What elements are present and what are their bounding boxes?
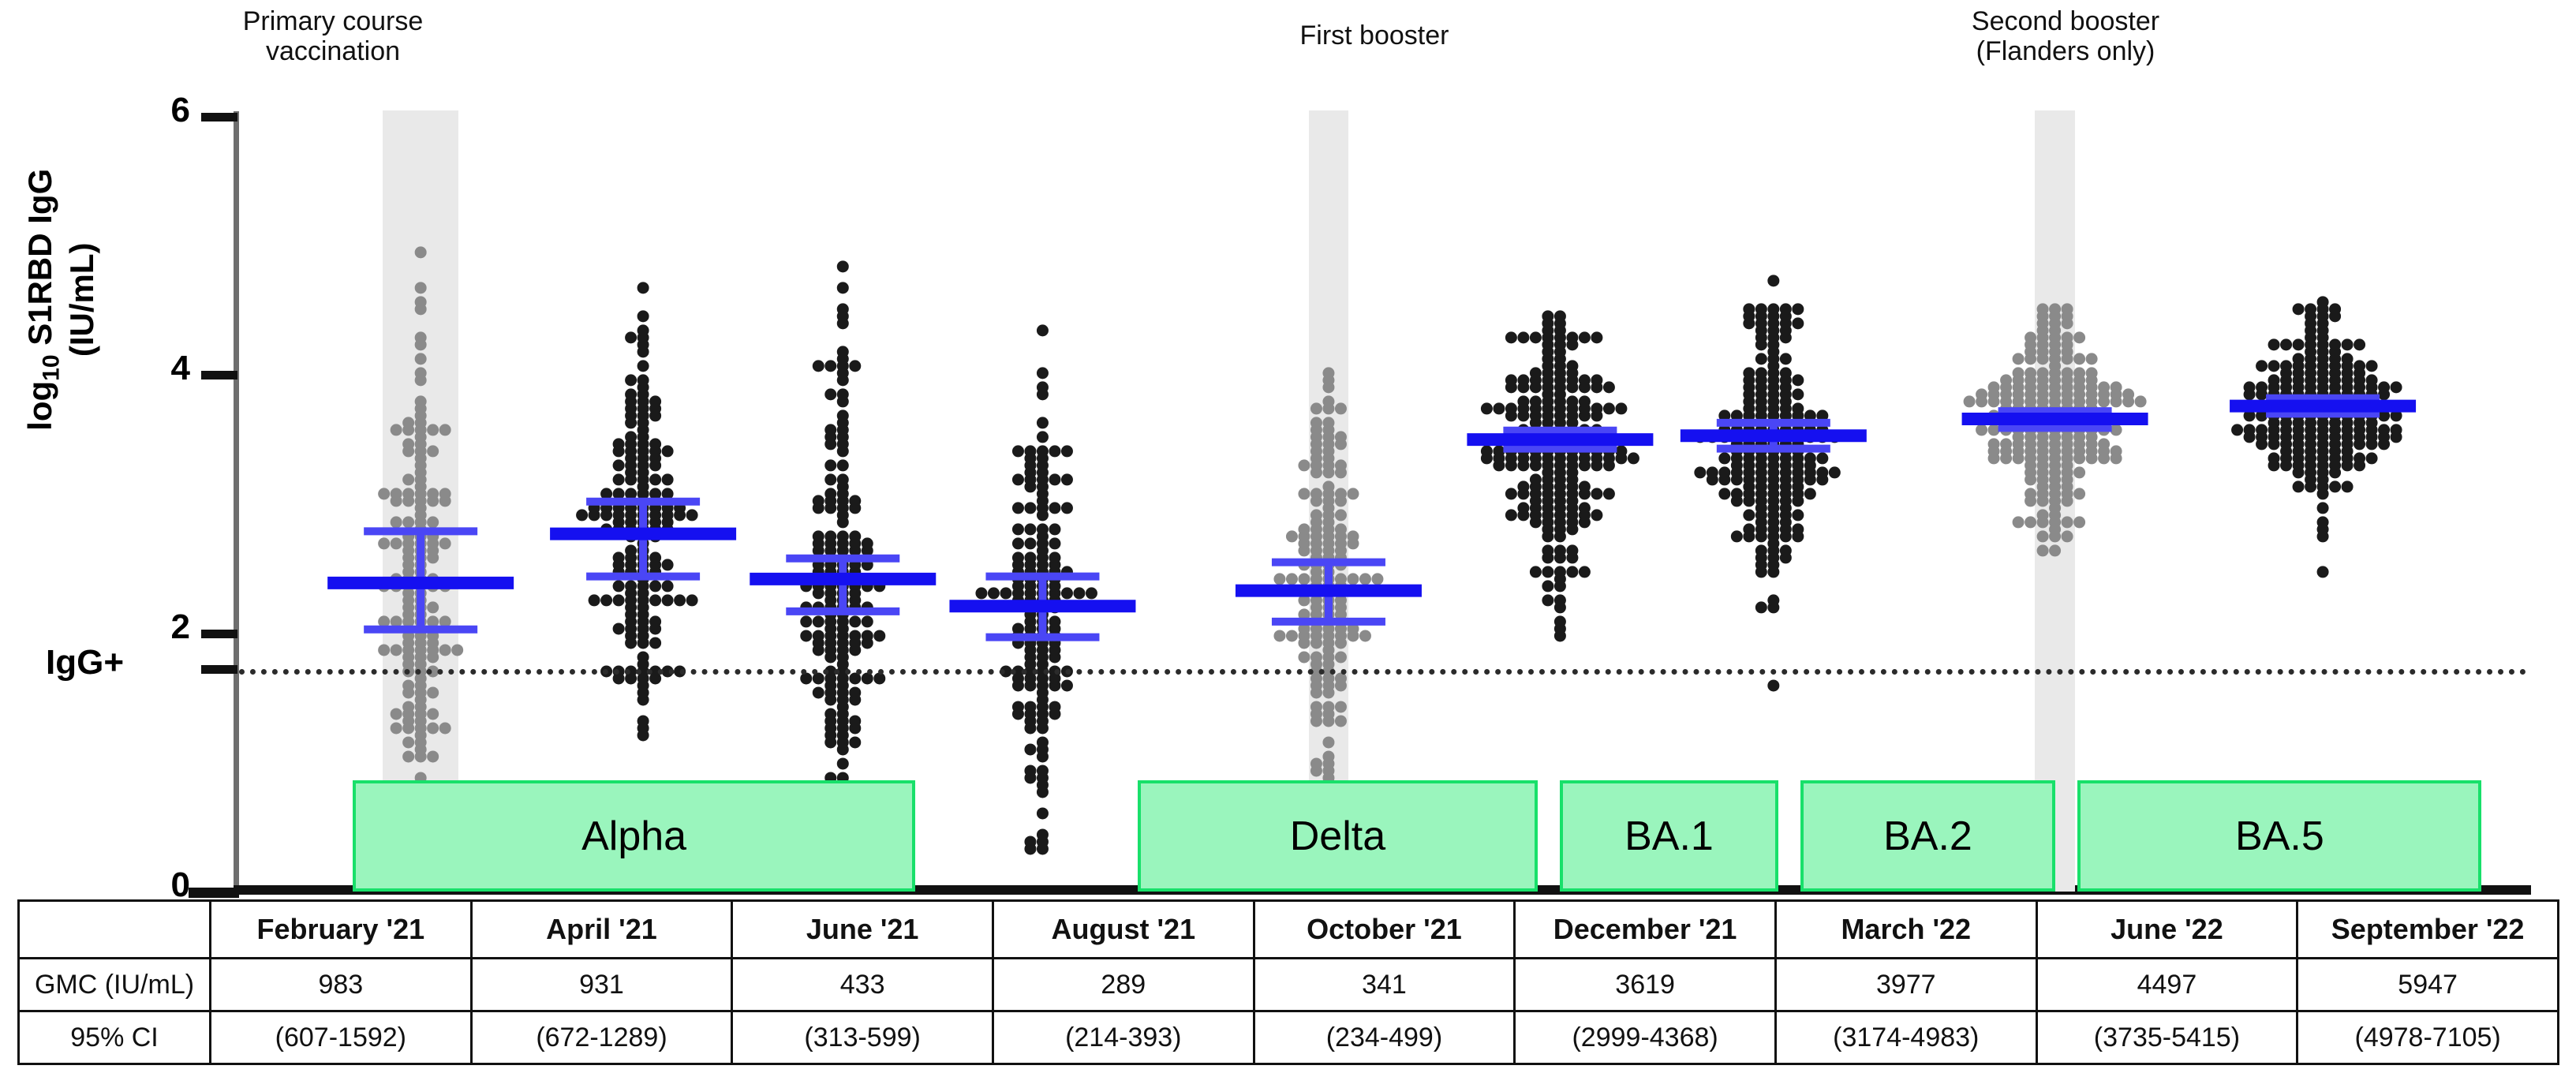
- table-cell-r1-c3: (214-393): [991, 1010, 1255, 1065]
- table-col-header-4: October '21: [1252, 899, 1516, 959]
- table-cell-r1-c8: (4978-7105): [2296, 1010, 2559, 1065]
- mean-ci-october-21: [1235, 558, 1422, 626]
- dot-cluster-june-22: [1963, 303, 2147, 557]
- table-cell-r1-c1: (672-1289): [469, 1010, 734, 1065]
- table-cell-r1-c0: (607-1592): [209, 1010, 473, 1065]
- variant-bar-alpha: Alpha: [352, 780, 916, 892]
- table-cell-r1-c5: (2999-4368): [1513, 1010, 1777, 1065]
- y-tick-mark-2: [201, 629, 237, 638]
- table-cell-r0-c7: 4497: [2035, 957, 2299, 1012]
- mean-ci-june-21: [750, 554, 937, 615]
- table-cell-r1-c6: (3174-4983): [1774, 1010, 2038, 1065]
- table-col-header-7: June '22: [2035, 899, 2299, 959]
- mean-ci-april-21: [550, 497, 737, 581]
- mean-ci-december-21: [1467, 426, 1654, 453]
- table-row-label-1: 95% CI: [17, 1010, 211, 1065]
- table-cell-r0-c1: 931: [469, 957, 734, 1012]
- mean-ci-august-21: [949, 572, 1136, 641]
- dot-cluster-december-21: [1480, 310, 1639, 642]
- table-col-header-0: February '21: [209, 899, 473, 959]
- y-tick-mark-0: [189, 888, 239, 898]
- y-axis-line: [234, 111, 239, 897]
- y-axis-title-units: (IU/mL): [63, 242, 101, 357]
- annotation-first-booster: First booster: [1299, 21, 1449, 50]
- table-cell-r1-c2: (313-599): [731, 1010, 994, 1065]
- y-tick-label-0: 0: [170, 866, 190, 904]
- table-col-header-6: March '22: [1774, 899, 2038, 959]
- mean-ci-september-22: [2230, 394, 2417, 418]
- table-cell-r0-c6: 3977: [1774, 957, 2038, 1012]
- mean-ci-june-22: [1961, 407, 2148, 432]
- table-col-header-1: April '21: [469, 899, 734, 959]
- variant-bar-ba-1: BA.1: [1560, 780, 1778, 892]
- table-col-header-8: September '22: [2296, 899, 2559, 959]
- variant-bar-ba-5: BA.5: [2077, 780, 2482, 892]
- y-tick-mark-6: [201, 113, 237, 122]
- variant-bar-ba-2: BA.2: [1800, 780, 2055, 892]
- dot-cluster-june-21: [800, 260, 886, 798]
- table-cell-r0-c5: 3619: [1513, 957, 1777, 1012]
- beeswarm-dots: [327, 246, 2417, 855]
- annotation-primary-course: Primary course vaccination: [242, 6, 424, 67]
- table-row-label-0: GMC (IU/mL): [17, 957, 211, 1012]
- dot-cluster-march-22: [1694, 275, 1841, 692]
- annotation-second-booster: Second booster (Flanders only): [1971, 6, 2160, 67]
- table-row: 95% CI(607-1592)(672-1289)(313-599)(214-…: [17, 1010, 2559, 1065]
- table-col-header-2: June '21: [731, 899, 994, 959]
- table-cell-r0-c8: 5947: [2296, 957, 2559, 1012]
- table-cell-r0-c4: 341: [1252, 957, 1516, 1012]
- y-axis-title-analyte: S1RBD IgG: [21, 168, 59, 355]
- y-axis-title-line1: log10 S1RBD IgG: [21, 168, 64, 431]
- y-tick-label-4: 4: [170, 349, 190, 388]
- mean-ci-march-22: [1680, 418, 1867, 453]
- table-col-header-5: December '21: [1513, 899, 1777, 959]
- variant-bar-delta: Delta: [1138, 780, 1538, 892]
- igg-threshold-tick: [201, 665, 237, 675]
- y-tick-label-6: 6: [170, 91, 190, 129]
- table-cell-r1-c4: (234-499): [1252, 1010, 1516, 1065]
- table-cell-r0-c2: 433: [731, 957, 994, 1012]
- y-axis-title: log10 S1RBD IgG (IU/mL): [21, 39, 101, 560]
- table-cell-r1-c7: (3735-5415): [2035, 1010, 2299, 1065]
- table-cell-r0-c3: 289: [991, 957, 1255, 1012]
- table-corner-cell: [17, 899, 211, 959]
- y-tick-mark-4: [201, 371, 237, 380]
- mean-ci-february-21: [327, 527, 514, 634]
- dot-cluster-august-21: [975, 324, 1097, 855]
- igg-threshold-line: [239, 669, 2527, 675]
- y-tick-label-2: 2: [170, 607, 190, 646]
- table-cell-r0-c0: 983: [209, 957, 473, 1012]
- y-axis-title-subscript: 10: [38, 354, 65, 381]
- table-col-header-3: August '21: [991, 899, 1255, 959]
- dot-cluster-september-22: [2231, 296, 2402, 578]
- igg-threshold-label: IgG+: [46, 643, 125, 682]
- y-axis-title-log: log: [21, 380, 59, 431]
